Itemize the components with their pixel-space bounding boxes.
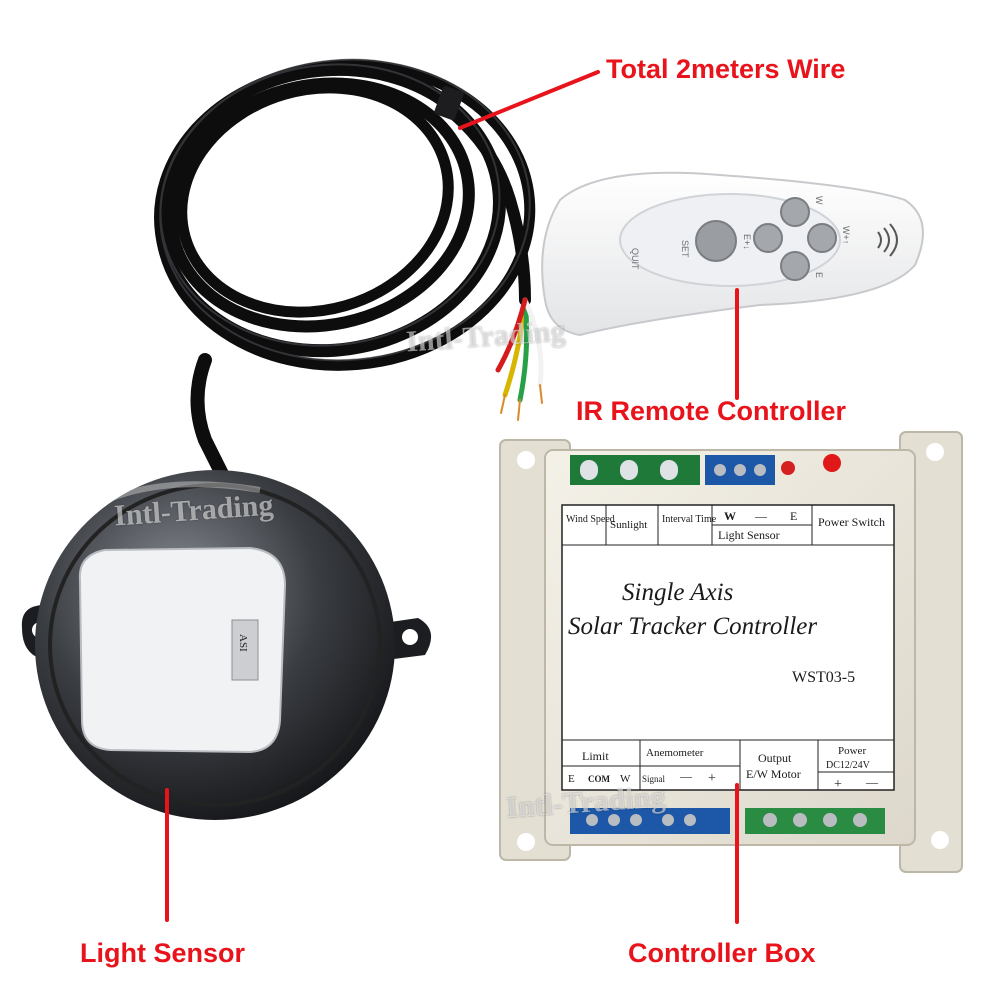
callout-ir-remote: IR Remote Controller xyxy=(576,396,847,426)
label-signal: Signal xyxy=(642,774,666,784)
label-dash: — xyxy=(754,509,768,523)
label-limit: Limit xyxy=(582,749,609,763)
ir-remote xyxy=(541,171,924,337)
light-sensor-device xyxy=(21,470,432,820)
label-light-sensor: Light Sensor xyxy=(718,528,780,542)
sensor-label: ASI xyxy=(237,634,249,652)
label-sunlight: Sunlight xyxy=(610,519,647,531)
label-power-dc: DC12/24V xyxy=(826,760,871,771)
cable-tie xyxy=(434,85,464,121)
remote-btn-quit: QUIT xyxy=(630,248,640,270)
label-power: Power xyxy=(838,745,866,757)
controller-box-device xyxy=(499,431,963,873)
callout-light-sensor: Light Sensor xyxy=(80,938,246,968)
label-limit-w: W xyxy=(620,773,631,785)
label-anemometer-minus: — xyxy=(679,769,693,783)
label-power-minus: — xyxy=(865,775,879,789)
label-e: E xyxy=(790,509,797,523)
wire-ends xyxy=(495,297,544,421)
label-output: Output xyxy=(758,751,792,765)
remote-btn-w: W xyxy=(814,196,824,205)
label-motor: E/W Motor xyxy=(746,767,801,781)
label-power-switch: Power Switch xyxy=(818,515,885,529)
callout-total-wire: Total 2meters Wire xyxy=(606,54,846,84)
cable-coil xyxy=(154,59,536,487)
callout-controller-box: Controller Box xyxy=(628,938,816,968)
controller-title-line1: Single Axis xyxy=(622,579,733,606)
controller-model: WST03-5 xyxy=(792,669,855,686)
label-anemometer: Anemometer xyxy=(646,747,704,759)
label-anemometer-plus: + xyxy=(708,771,716,786)
label-power-plus: + xyxy=(834,777,842,792)
callout-lines xyxy=(165,70,739,924)
remote-btn-set: SET xyxy=(680,240,690,258)
label-w: W xyxy=(724,509,736,523)
label-limit-e: E xyxy=(568,773,575,785)
label-wind-speed: Wind Speed xyxy=(566,514,615,525)
cable-highlights xyxy=(159,58,531,362)
label-limit-com: COM xyxy=(588,774,611,784)
controller-title-line2: Solar Tracker Controller xyxy=(568,613,817,640)
label-interval-time: Interval Time xyxy=(662,514,717,525)
remote-btn-w-plus: W+↑ xyxy=(841,226,851,244)
remote-btn-e-plus: E+↓ xyxy=(742,234,752,250)
remote-btn-e: E xyxy=(814,272,824,278)
